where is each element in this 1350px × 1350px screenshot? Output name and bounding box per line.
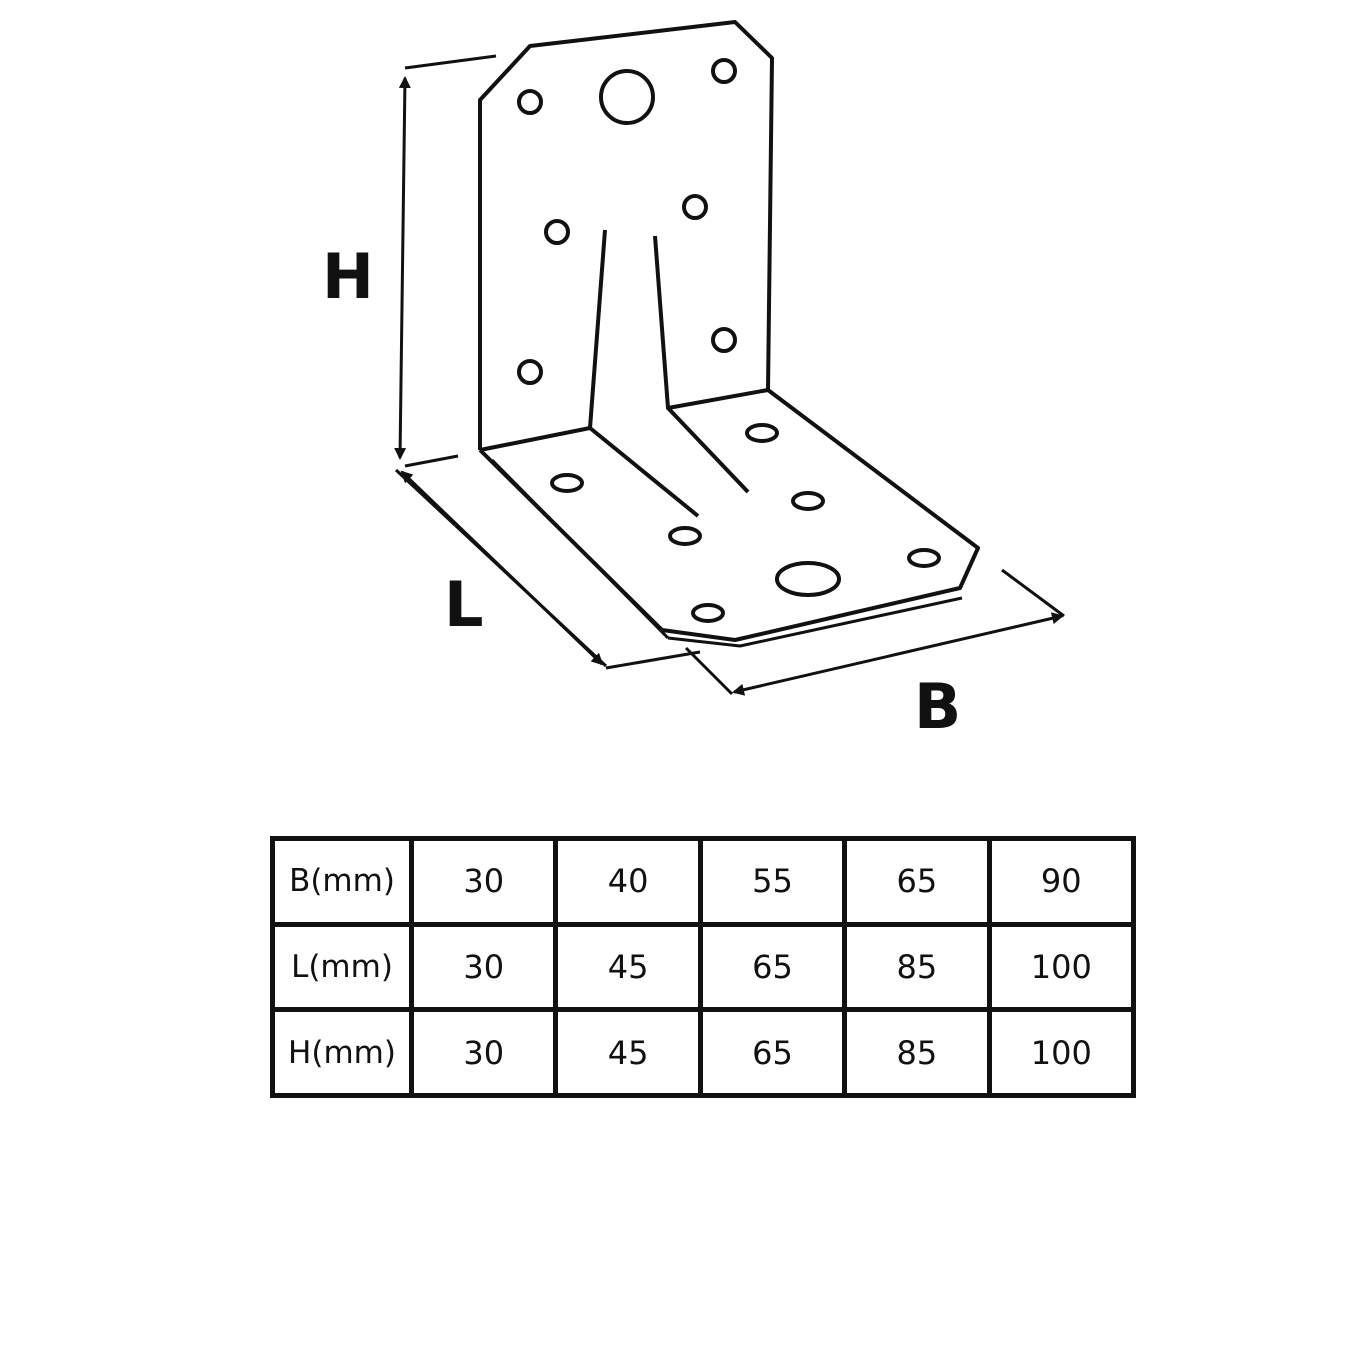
table-cell: 30 — [408, 1007, 559, 1098]
hole-icon — [711, 58, 737, 84]
table-cell: 40 — [553, 836, 703, 927]
hole-icon — [791, 491, 825, 511]
row-label: L(mm) — [270, 921, 414, 1013]
vertical-plate-holes — [517, 58, 737, 385]
hole-icon — [517, 359, 543, 385]
dimensions-table: B(mm) 30 40 55 65 90 L(mm) 30 45 65 85 1… — [270, 836, 1137, 1098]
row-label: B(mm) — [270, 836, 414, 927]
length-label: L — [444, 568, 484, 641]
height-label: H — [322, 240, 374, 313]
length-dimension — [394, 468, 701, 670]
angle-bracket-diagram: H L B — [322, 20, 1065, 743]
hole-icon — [668, 526, 702, 546]
height-dimension — [394, 54, 497, 468]
hole-icon — [544, 219, 570, 245]
table-cell: 55 — [697, 836, 848, 927]
bracket-horizontal-plate — [478, 388, 980, 648]
table-cell: 30 — [408, 921, 559, 1013]
table-cell: 45 — [553, 921, 703, 1013]
large-hole-icon — [775, 561, 841, 597]
table-cell: 65 — [842, 836, 992, 927]
hole-icon — [745, 423, 779, 443]
table-cell: 100 — [986, 1007, 1137, 1098]
hole-icon — [907, 548, 941, 568]
hole-icon — [682, 194, 708, 220]
horizontal-plate-holes — [550, 423, 941, 623]
table-cell: 85 — [842, 921, 992, 1013]
table-cell: 30 — [408, 836, 559, 927]
table-cell: 65 — [697, 921, 848, 1013]
table-row: B(mm) 30 40 55 65 90 — [270, 836, 1137, 927]
table-cell: 45 — [553, 1007, 703, 1098]
table-cell: 85 — [842, 1007, 992, 1098]
width-label: B — [914, 670, 961, 743]
hole-icon — [517, 89, 543, 115]
table-cell: 90 — [986, 836, 1137, 927]
row-label: H(mm) — [270, 1007, 414, 1098]
table-cell: 100 — [986, 921, 1137, 1013]
width-dimension — [684, 568, 1065, 696]
table-row: H(mm) 30 45 65 85 100 — [270, 1007, 1137, 1098]
hole-icon — [711, 327, 737, 353]
bracket-vertical-plate — [478, 20, 774, 450]
hole-icon — [691, 603, 725, 623]
table-row: L(mm) 30 45 65 85 100 — [270, 921, 1137, 1013]
hole-icon — [550, 473, 584, 493]
table-cell: 65 — [697, 1007, 848, 1098]
large-hole-icon — [599, 69, 655, 125]
